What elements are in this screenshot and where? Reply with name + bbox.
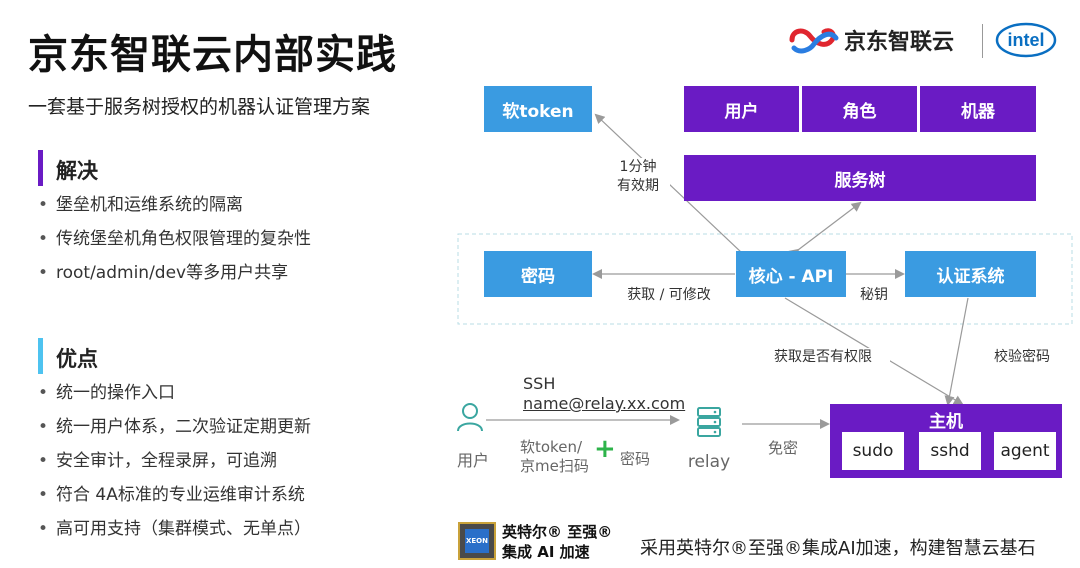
arrow-core-to-token: [594, 113, 761, 271]
sudo-box: sudo: [842, 432, 904, 470]
xeon-chip-icon: XEON: [458, 522, 496, 560]
advantages-heading: 优点: [56, 347, 98, 371]
brand-name: 京东智联云: [844, 30, 955, 55]
list-item: •root/admin/dev等多用户共享: [38, 263, 289, 283]
user-icon: [456, 402, 484, 436]
footer-slogan: 采用英特尔®至强®集成AI加速，构建智慧云基石: [640, 538, 1036, 559]
plus-sign: +: [594, 434, 616, 464]
list-item: •高可用支持（集群模式、无单点）: [38, 519, 311, 539]
relay-label: relay: [687, 452, 731, 472]
validity-label: 1分钟 有效期: [606, 158, 670, 196]
soft-token-box: 软token: [484, 86, 592, 132]
password-method-label: 密码: [620, 450, 651, 468]
intel-logo: intel: [994, 20, 1058, 64]
solve-list: •堡垒机和运维系统的隔离 •传统堡垒机角色权限管理的复杂性 •root/admi…: [38, 188, 311, 290]
password-box: 密码: [484, 251, 592, 297]
user-box: 用户: [684, 86, 799, 132]
no-password-label: 免密: [767, 439, 798, 457]
agent-box: agent: [994, 432, 1056, 470]
list-item: •统一用户体系，二次验证定期更新: [38, 417, 311, 437]
advantages-accent-bar: [38, 338, 43, 374]
token-label: 软token/ 京me扫码: [520, 438, 589, 475]
arrow-core-service-tree: [788, 201, 862, 259]
solve-heading: 解决: [56, 159, 98, 183]
service-tree-box: 服务树: [684, 155, 1036, 201]
role-box: 角色: [802, 86, 917, 132]
core-api-box: 核心 - API: [736, 251, 846, 297]
secret-key-label: 秘钥: [860, 287, 888, 303]
logo-divider: [982, 24, 983, 58]
list-item: •传统堡垒机角色权限管理的复杂性: [38, 229, 311, 249]
list-item: •统一的操作入口: [38, 383, 175, 403]
ssh-address: name@relay.xx.com: [523, 394, 686, 413]
sshd-box: sshd: [919, 432, 981, 470]
core-region-outline: [457, 233, 1073, 325]
auth-system-box: 认证系统: [905, 251, 1036, 297]
get-permission-label: 获取是否有权限: [756, 348, 890, 367]
verify-password-label: 校验密码: [994, 349, 1050, 365]
host-box: 主机 sudo sshd agent: [830, 404, 1062, 478]
jd-cloud-logo-icon: [789, 28, 839, 54]
page-title: 京东智联云内部实践: [28, 32, 397, 78]
list-item: •安全审计，全程录屏，可追溯: [38, 451, 277, 471]
host-title: 主机: [929, 412, 963, 432]
machine-box: 机器: [920, 86, 1036, 132]
jd-cloud-logo: 京东智联云: [786, 22, 954, 58]
get-modify-label: 获取 / 可修改: [627, 287, 711, 303]
intel-logo-text: intel: [1007, 30, 1044, 50]
ssh-label: SSH: [523, 374, 556, 393]
xeon-badge-text: 英特尔® 至强® 集成 AI 加速: [502, 523, 613, 561]
relay-server-icon: [696, 406, 722, 442]
list-item: •符合 4A标准的专业运维审计系统: [38, 485, 305, 505]
list-item: •堡垒机和运维系统的隔离: [38, 195, 243, 215]
page-subtitle: 一套基于服务树授权的机器认证管理方案: [28, 96, 371, 118]
advantages-list: •统一的操作入口 •统一用户体系，二次验证定期更新 •安全审计，全程录屏，可追溯…: [38, 376, 311, 546]
solve-accent-bar: [38, 150, 43, 186]
xeon-chip-inner: XEON: [465, 529, 489, 553]
arrow-auth-to-host: [944, 297, 969, 406]
user-label: 用户: [456, 451, 489, 470]
